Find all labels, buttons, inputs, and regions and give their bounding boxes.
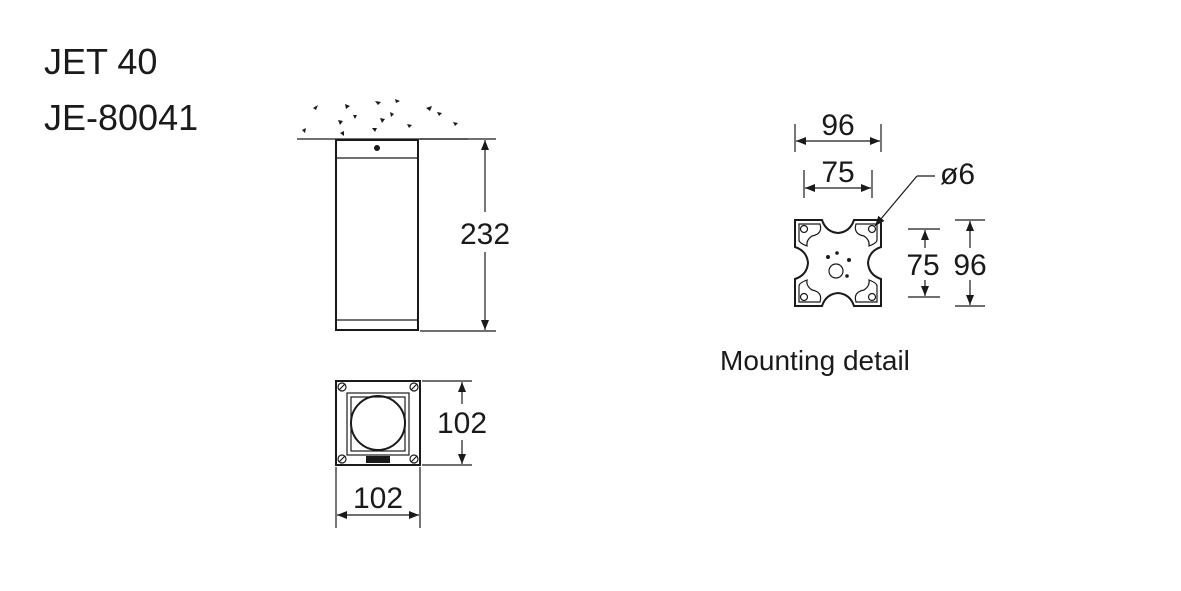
- hole-spacing-width-label: 75: [821, 156, 854, 189]
- lens-icon: [350, 395, 406, 451]
- mounting-plate: [794, 219, 882, 307]
- corner-screws: [337, 382, 419, 464]
- label-plate: [366, 456, 390, 463]
- outer-height-dimension: 96: [953, 219, 987, 307]
- mounting-detail-caption: Mounting detail: [720, 345, 910, 376]
- width-dimension: 102: [335, 467, 421, 528]
- mounting-holes: [799, 224, 877, 302]
- hole-diameter-label: ø6: [940, 158, 975, 191]
- hole-spacing-width-dimension: 75: [803, 156, 873, 198]
- top-housing: [335, 380, 421, 466]
- top-view: 102 102: [335, 380, 487, 528]
- outer-width-label: 96: [821, 109, 854, 142]
- outer-width-dimension: 96: [794, 109, 882, 152]
- fixture-housing: [335, 139, 419, 331]
- outer-height-label: 96: [953, 249, 986, 282]
- hole-spacing-height-dimension: 75: [906, 228, 940, 298]
- hole-diameter-callout: ø6: [874, 158, 975, 227]
- width-label: 102: [353, 482, 403, 515]
- height-dimension: 232: [420, 138, 510, 332]
- product-code: JE-80041: [44, 97, 199, 138]
- mounting-detail: 96 75 ø6 75 96: [720, 109, 987, 376]
- ground-hatch: [297, 99, 468, 140]
- side-view: 232: [297, 99, 510, 332]
- hole-spacing-height-label: 75: [906, 249, 939, 282]
- height-label: 232: [460, 218, 510, 251]
- product-name: JET 40: [44, 41, 158, 82]
- depth-label: 102: [437, 407, 487, 440]
- screw-icon: [374, 145, 380, 151]
- center-hole-icon: [828, 263, 844, 279]
- depth-dimension: 102: [422, 380, 487, 466]
